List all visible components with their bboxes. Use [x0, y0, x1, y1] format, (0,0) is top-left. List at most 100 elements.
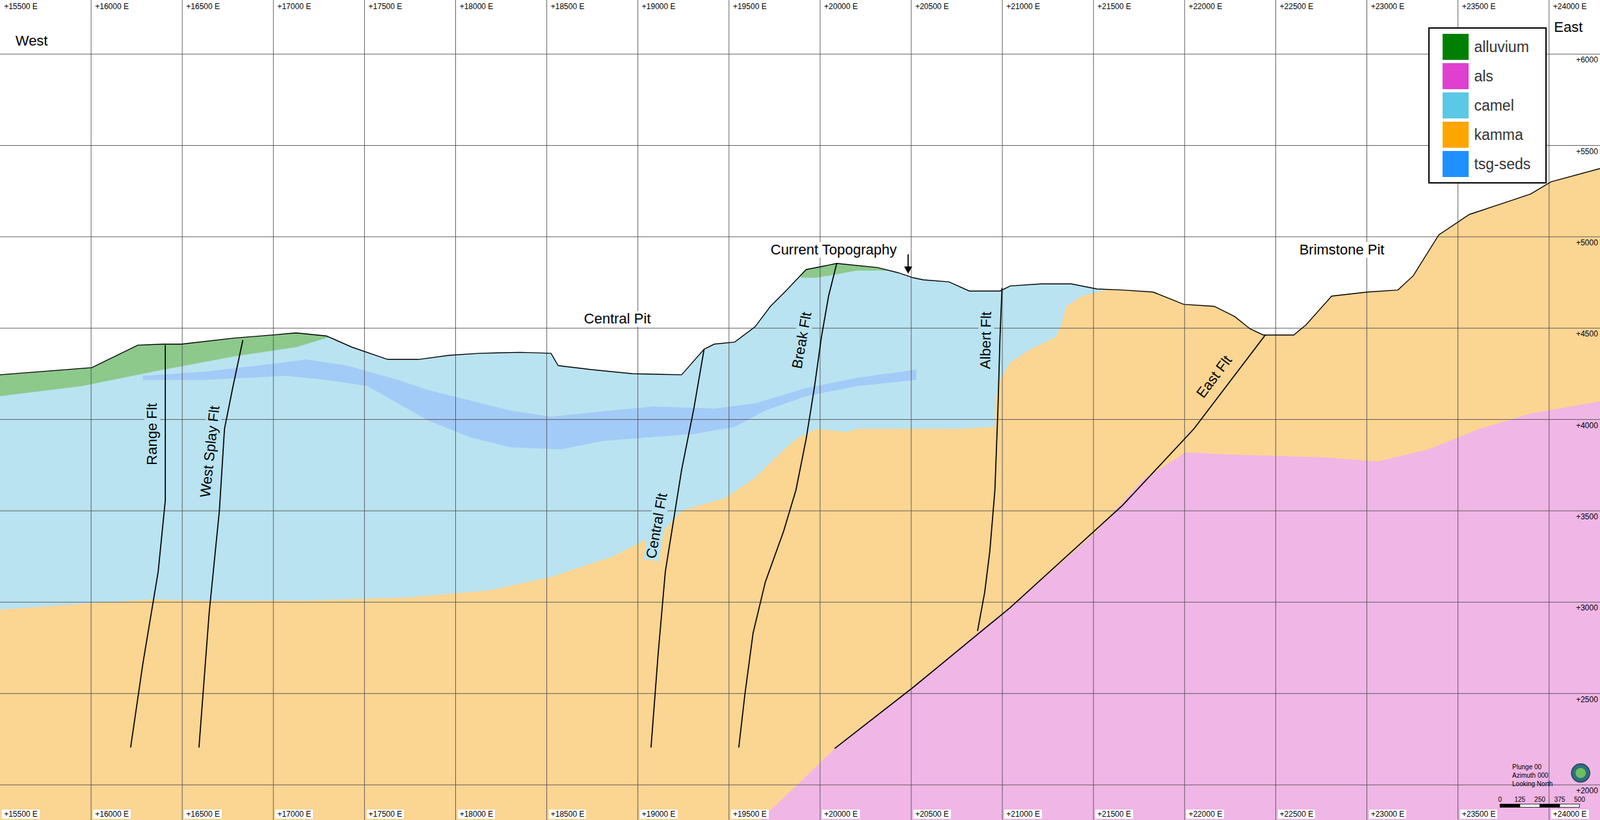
axis-label: +16000 E [93, 1, 131, 12]
axis-label: +21000 E [1004, 1, 1042, 12]
legend-swatch [1442, 150, 1469, 177]
axis-label: +16500 E [184, 809, 222, 819]
grid-line [0, 53, 1600, 55]
fault-line [738, 263, 838, 748]
axis-label: +24000 E [1551, 1, 1589, 12]
axis-label: +17000 E [275, 809, 313, 819]
feature-label: Central Pit [582, 310, 654, 327]
view-note: Azimuth 000 [1512, 772, 1549, 779]
legend-text: als [1473, 68, 1493, 84]
feature-label: Brimstone Pit [1297, 241, 1387, 258]
grid-line [182, 0, 183, 820]
axis-label: +23000 E [1369, 809, 1407, 819]
scale-bar [1499, 803, 1520, 808]
legend-text: camel [1473, 98, 1514, 114]
fault-line [199, 340, 243, 748]
grid-line [91, 0, 92, 820]
grid-line [0, 601, 1600, 603]
fault-label: Range Flt [144, 400, 160, 467]
legend-entry: alluvium [1442, 33, 1539, 60]
axis-label: +15500 E [1, 1, 40, 12]
feature-label: Current Topography [768, 241, 899, 258]
axis-label: +22500 E [1278, 809, 1316, 819]
grid-line [1093, 0, 1094, 820]
view-note: Plunge 00 [1512, 763, 1542, 771]
logo-symbol [1575, 767, 1586, 778]
legend-text: alluvium [1473, 39, 1529, 55]
elevation-label: +3000 [1575, 603, 1599, 612]
grid-line [273, 0, 274, 820]
axis-label: +19500 E [731, 1, 769, 12]
legend-swatch [1442, 92, 1469, 119]
als-unit [760, 401, 1600, 820]
axis-label: +19000 E [640, 809, 678, 819]
fault-line [834, 334, 1266, 748]
grid-line [364, 0, 365, 820]
axis-label: +21000 E [1004, 809, 1042, 819]
axis-label: +20500 E [913, 1, 951, 12]
grid-line [0, 784, 1600, 786]
grid-line [728, 0, 730, 820]
grid-line [637, 0, 639, 820]
elevation-label: +6000 [1575, 55, 1599, 64]
axis-label: +21500 E [1095, 1, 1134, 12]
axis-label: +20000 E [822, 1, 860, 12]
axis-label: +23000 E [1369, 1, 1407, 12]
axis-label: +17500 E [366, 809, 405, 819]
elevation-label: +5500 [1575, 147, 1599, 156]
grid-line [1548, 0, 1550, 820]
elevation-label: +2500 [1575, 695, 1599, 704]
axis-label: +21500 E [1095, 809, 1134, 819]
axis-label: +22000 E [1186, 809, 1225, 819]
scale-bar [1559, 803, 1580, 808]
pointer-arrow [907, 254, 909, 268]
grid-line [1366, 0, 1368, 820]
legend-entry: camel [1442, 92, 1539, 119]
legend-entry: kamma [1442, 121, 1539, 148]
axis-label: +19500 E [731, 809, 769, 819]
elevation-label: +2000 [1575, 786, 1599, 795]
axis-label: +19000 E [640, 1, 678, 12]
axis-label: +16000 E [93, 809, 131, 819]
scale-bar [1520, 803, 1541, 808]
scale-number: 375 [1554, 796, 1566, 803]
axis-label: +18500 E [548, 809, 587, 819]
grid-line [0, 145, 1600, 146]
fault-line [130, 344, 166, 747]
grid-line [1275, 0, 1277, 820]
alluvium-unit [801, 0, 894, 278]
grid-line [455, 0, 456, 820]
grid-line [546, 0, 547, 820]
scale-bar [1539, 803, 1560, 808]
topography-line [0, 168, 1600, 375]
scale-number: 125 [1514, 796, 1526, 803]
elevation-label: +5000 [1575, 238, 1599, 247]
grid-line [1002, 0, 1003, 820]
logo-symbol [1571, 763, 1590, 782]
legend-swatch [1442, 33, 1469, 60]
elevation-label: +4000 [1575, 421, 1599, 430]
axis-label: +18000 E [457, 809, 496, 819]
axis-label: +22000 E [1186, 1, 1225, 12]
elevation-label: +4500 [1575, 329, 1599, 338]
axis-label: +15500 E [1, 809, 40, 819]
grid-line [0, 509, 1600, 511]
fault-label: Albert Flt [977, 308, 995, 371]
axis-label: +23500 E [1460, 1, 1498, 12]
grid-line [819, 0, 821, 820]
legend-entry: tsg-seds [1442, 150, 1539, 177]
grid-line [1184, 0, 1186, 820]
tsg-seds-unit [143, 359, 917, 449]
axis-label: +20000 E [822, 809, 860, 819]
axis-label: +17500 E [366, 1, 405, 12]
scale-number: 500 [1573, 796, 1586, 803]
axis-label: +18000 E [457, 1, 496, 12]
legend-swatch [1442, 63, 1469, 90]
alluvium-unit [0, 0, 337, 397]
camel-unit [0, 0, 1123, 610]
axis-label: +18500 E [548, 1, 587, 12]
